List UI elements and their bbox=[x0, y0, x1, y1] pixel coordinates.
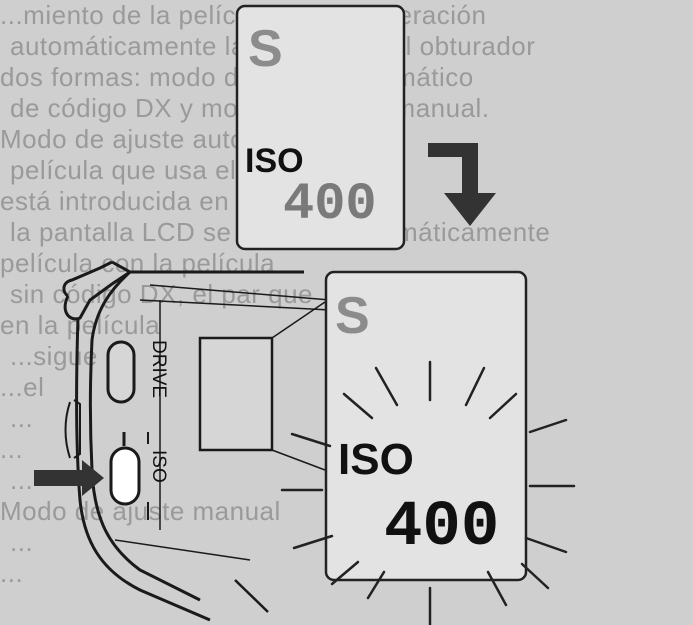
top-lcd-iso-label: ISO bbox=[245, 142, 304, 180]
background-text-line: ... bbox=[10, 527, 34, 557]
background-text-line: en la película bbox=[0, 310, 161, 340]
drive-label: DRIVE bbox=[148, 340, 169, 398]
background-text-line: ...sigue bbox=[10, 341, 98, 371]
top-lcd-mode: S bbox=[248, 20, 283, 78]
background-text-line: Modo de ajuste manual bbox=[0, 496, 281, 526]
bottom-lcd-mode: S bbox=[335, 287, 370, 345]
down-arrow-icon bbox=[428, 143, 496, 226]
bottom-lcd-panel: S ISO 400 bbox=[324, 270, 528, 582]
bottom-lcd-iso-label: ISO bbox=[338, 435, 414, 484]
background-text-line: ...el bbox=[0, 372, 45, 402]
pointer-arrow-icon bbox=[34, 460, 104, 496]
camera-body bbox=[62, 260, 331, 622]
blink-rays bbox=[280, 360, 576, 625]
top-lcd-panel: S ISO 400 bbox=[235, 4, 406, 251]
bottom-lcd-iso-value: 400 bbox=[384, 492, 499, 564]
background-text-line: ... bbox=[10, 403, 34, 433]
iso-button[interactable] bbox=[109, 446, 141, 506]
background-text-line: ... bbox=[0, 434, 24, 464]
background-text-line: ... bbox=[10, 465, 34, 495]
drive-button[interactable] bbox=[106, 340, 136, 404]
background-text-line: ... bbox=[0, 558, 24, 588]
iso-label: ISO bbox=[148, 450, 169, 483]
top-lcd-iso-value: 400 bbox=[283, 175, 377, 234]
